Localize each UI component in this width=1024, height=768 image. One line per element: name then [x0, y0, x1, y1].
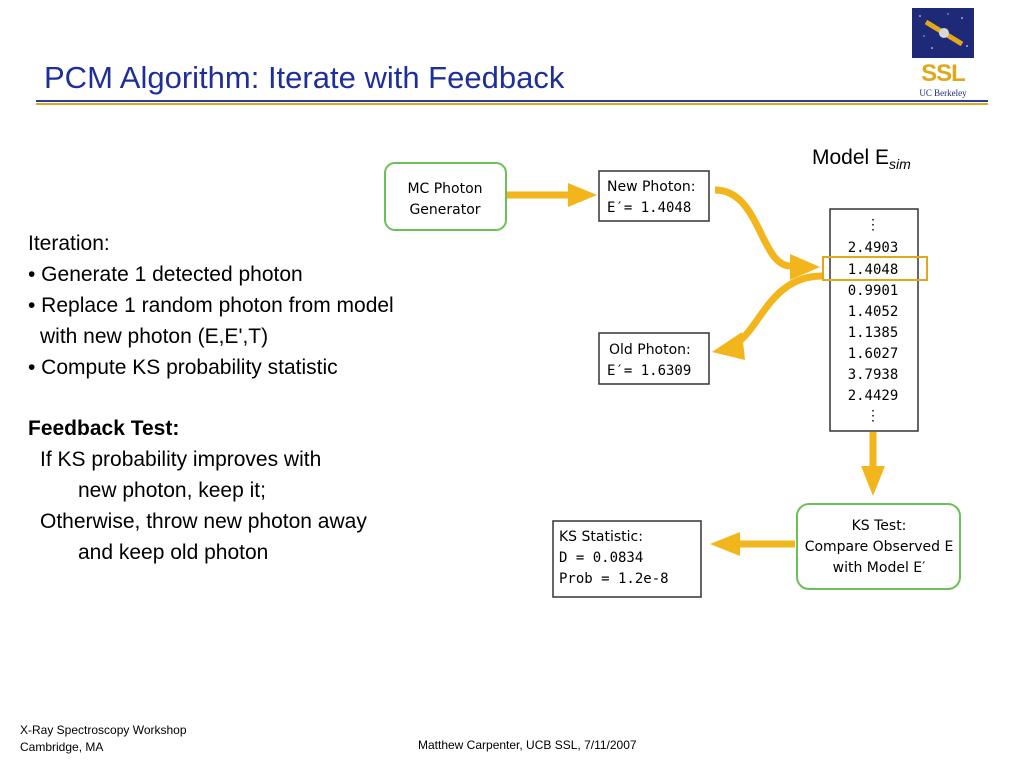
new-photon-box: New Photon: E′= 1.4048: [598, 170, 710, 222]
ks-stat-prob: Prob = 1.2e-8: [559, 571, 669, 587]
ks-stat-box: KS Statistic: D = 0.0834 Prob = 1.2e-8: [552, 520, 702, 598]
iteration-heading: Iteration:: [28, 232, 110, 255]
logo-ssl-text: SSL: [921, 60, 966, 87]
model-value: 0.9901: [848, 283, 899, 299]
feedback-line: and keep old photon: [78, 541, 269, 564]
old-photon-box: Old Photon: E′= 1.6309: [598, 332, 710, 385]
arrow-model-to-old: [733, 272, 823, 348]
ks-test-box: KS Test: Compare Observed E with Model E…: [796, 503, 961, 590]
feedback-block: Feedback Test: If KS probability improve…: [28, 413, 367, 568]
new-photon-value: E′= 1.4048: [607, 200, 691, 216]
old-photon-value: E′= 1.6309: [607, 363, 691, 379]
arrow-new-to-model: [714, 186, 791, 270]
model-value: 3.7938: [848, 367, 899, 383]
arrowhead: [712, 332, 745, 360]
new-photon-label: New Photon:: [607, 179, 696, 195]
iteration-item: • Generate 1 detected photon: [28, 263, 303, 286]
ks-test-line: Compare Observed E: [805, 539, 954, 555]
arrowhead: [790, 254, 820, 280]
model-label-sub: sim: [889, 156, 911, 173]
generator-line: Generator: [409, 202, 480, 218]
model-value: 1.4048: [848, 262, 899, 278]
model-list: ⋮ 2.4903 1.4048 0.9901 1.4052 1.1385 1.6…: [822, 208, 928, 432]
title-rule-blue: [36, 100, 988, 102]
generator-box: MC Photon Generator: [384, 162, 507, 231]
title-rule-gold: [36, 103, 988, 105]
model-value: 1.6027: [848, 346, 899, 362]
model-value: ⋮: [866, 217, 880, 233]
ssl-logo: SSL UC Berkeley: [912, 8, 974, 98]
model-highlight: [822, 256, 928, 281]
iteration-item: with new photon (E,E',T): [40, 325, 269, 348]
model-value: 2.4903: [848, 240, 899, 256]
ks-stat-label: KS Statistic:: [559, 529, 643, 545]
arrowhead: [861, 466, 885, 496]
iteration-list: Iteration: • Generate 1 detected photon …: [28, 228, 394, 383]
ks-test-line: with Model E′: [833, 560, 926, 576]
ks-stat-d: D = 0.0834: [559, 550, 643, 566]
feedback-line: new photon, keep it;: [78, 479, 266, 502]
footer-left: X-Ray Spectroscopy Workshop Cambridge, M…: [20, 722, 187, 756]
logo-ucb-text: UC Berkeley: [919, 88, 967, 98]
slide-title: PCM Algorithm: Iterate with Feedback: [44, 60, 565, 95]
generator-line: MC Photon: [407, 181, 482, 197]
arrow-heads: [568, 183, 885, 556]
model-label-main: Model E: [812, 146, 890, 169]
old-photon-label: Old Photon:: [609, 342, 691, 358]
feedback-line: If KS probability improves with: [40, 448, 322, 471]
ks-test-line: KS Test:: [852, 518, 907, 534]
feedback-line: Otherwise, throw new photon away: [40, 510, 367, 533]
arrowhead: [710, 532, 740, 556]
model-value: 1.4052: [848, 304, 899, 320]
satellite-icon: [919, 13, 968, 49]
iteration-item: • Replace 1 random photon from model: [28, 294, 394, 317]
footer-workshop: X-Ray Spectroscopy Workshop: [20, 723, 187, 737]
model-value: 1.1385: [848, 325, 899, 341]
feedback-heading: Feedback Test:: [28, 417, 180, 440]
footer-author: Matthew Carpenter, UCB SSL, 7/11/2007: [418, 738, 637, 752]
model-value: 2.4429: [848, 388, 899, 404]
flow-arrows: [507, 186, 877, 548]
footer-location: Cambridge, MA: [20, 740, 104, 754]
model-label: Model Esim: [812, 146, 911, 172]
arrowhead: [568, 183, 597, 207]
iteration-item: • Compute KS probability statistic: [28, 356, 338, 379]
model-value: ⋮: [866, 408, 880, 424]
logo-satellite-image: [912, 8, 974, 58]
